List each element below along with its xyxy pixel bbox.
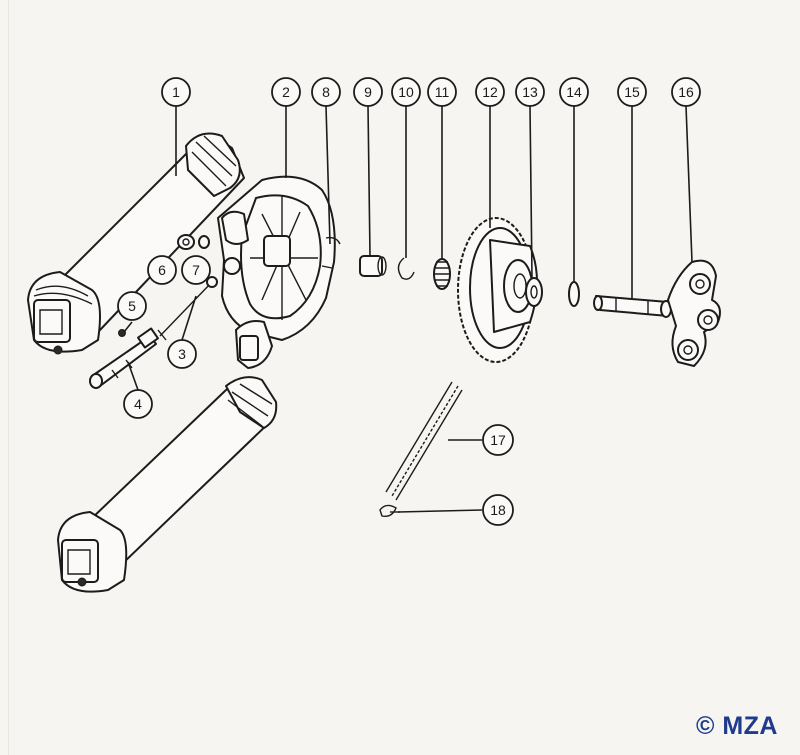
svg-text:15: 15 bbox=[624, 84, 640, 100]
svg-text:11: 11 bbox=[435, 84, 450, 100]
part-17-chain bbox=[385, 381, 463, 501]
part-10-circlip bbox=[397, 257, 415, 280]
svg-text:2: 2 bbox=[282, 84, 290, 100]
callout-7: 7 bbox=[181, 255, 211, 285]
svg-text:3: 3 bbox=[178, 346, 186, 362]
callout-15: 15 bbox=[617, 77, 647, 107]
leader-9 bbox=[367, 105, 371, 257]
leader-3 bbox=[181, 295, 197, 341]
callout-6: 6 bbox=[147, 255, 177, 285]
leader-18 bbox=[397, 509, 483, 513]
svg-text:4: 4 bbox=[134, 396, 142, 412]
part-16-cush-drive bbox=[667, 259, 721, 367]
callout-4: 4 bbox=[123, 389, 153, 419]
svg-text:17: 17 bbox=[490, 432, 506, 448]
callout-12: 12 bbox=[475, 77, 505, 107]
part-15-shaft bbox=[593, 295, 672, 318]
callout-1: 1 bbox=[161, 77, 191, 107]
svg-text:7: 7 bbox=[192, 262, 200, 278]
svg-text:10: 10 bbox=[398, 84, 414, 100]
part-18-master-link bbox=[379, 504, 400, 518]
callout-8: 8 bbox=[311, 77, 341, 107]
page-edge-rule bbox=[8, 0, 9, 755]
part-2-chain-case bbox=[217, 175, 341, 369]
callout-17: 17 bbox=[482, 424, 514, 456]
leader-4 bbox=[127, 361, 139, 391]
leader-5 bbox=[123, 321, 133, 333]
callout-11: 11 bbox=[427, 77, 457, 107]
copyright-watermark: © MZA bbox=[695, 712, 778, 740]
part-1-swing-arm-upper bbox=[27, 132, 245, 355]
callout-2: 2 bbox=[271, 77, 301, 107]
leader-13 bbox=[529, 105, 533, 279]
part-7-washer bbox=[198, 235, 210, 249]
leader-8 bbox=[325, 105, 331, 245]
part-9-bushing bbox=[359, 255, 387, 277]
svg-text:6: 6 bbox=[158, 262, 166, 278]
callout-18: 18 bbox=[482, 494, 514, 526]
callout-9: 9 bbox=[353, 77, 383, 107]
part-14-oring bbox=[568, 281, 580, 307]
part-3-bolt bbox=[157, 275, 218, 341]
callout-16: 16 bbox=[671, 77, 701, 107]
svg-text:12: 12 bbox=[482, 84, 498, 100]
part-12-sprocket bbox=[457, 217, 538, 363]
svg-text:5: 5 bbox=[128, 298, 136, 314]
part-11-gear bbox=[433, 258, 451, 290]
callout-13: 13 bbox=[515, 77, 545, 107]
part-4-axle bbox=[89, 327, 159, 389]
callout-5: 5 bbox=[117, 291, 147, 321]
callout-14: 14 bbox=[559, 77, 589, 107]
svg-text:8: 8 bbox=[322, 84, 330, 100]
callout-3: 3 bbox=[167, 339, 197, 369]
svg-text:9: 9 bbox=[364, 84, 372, 100]
part-13-bearing bbox=[525, 277, 543, 307]
leader-16 bbox=[685, 105, 693, 263]
svg-text:18: 18 bbox=[490, 502, 506, 518]
callout-10: 10 bbox=[391, 77, 421, 107]
leader-lines bbox=[123, 105, 693, 513]
svg-text:13: 13 bbox=[522, 84, 538, 100]
part-1-swing-arm-lower bbox=[57, 376, 278, 593]
svg-text:14: 14 bbox=[566, 84, 582, 100]
svg-text:16: 16 bbox=[678, 84, 694, 100]
part-6-washer bbox=[177, 234, 195, 250]
svg-text:1: 1 bbox=[172, 84, 180, 100]
